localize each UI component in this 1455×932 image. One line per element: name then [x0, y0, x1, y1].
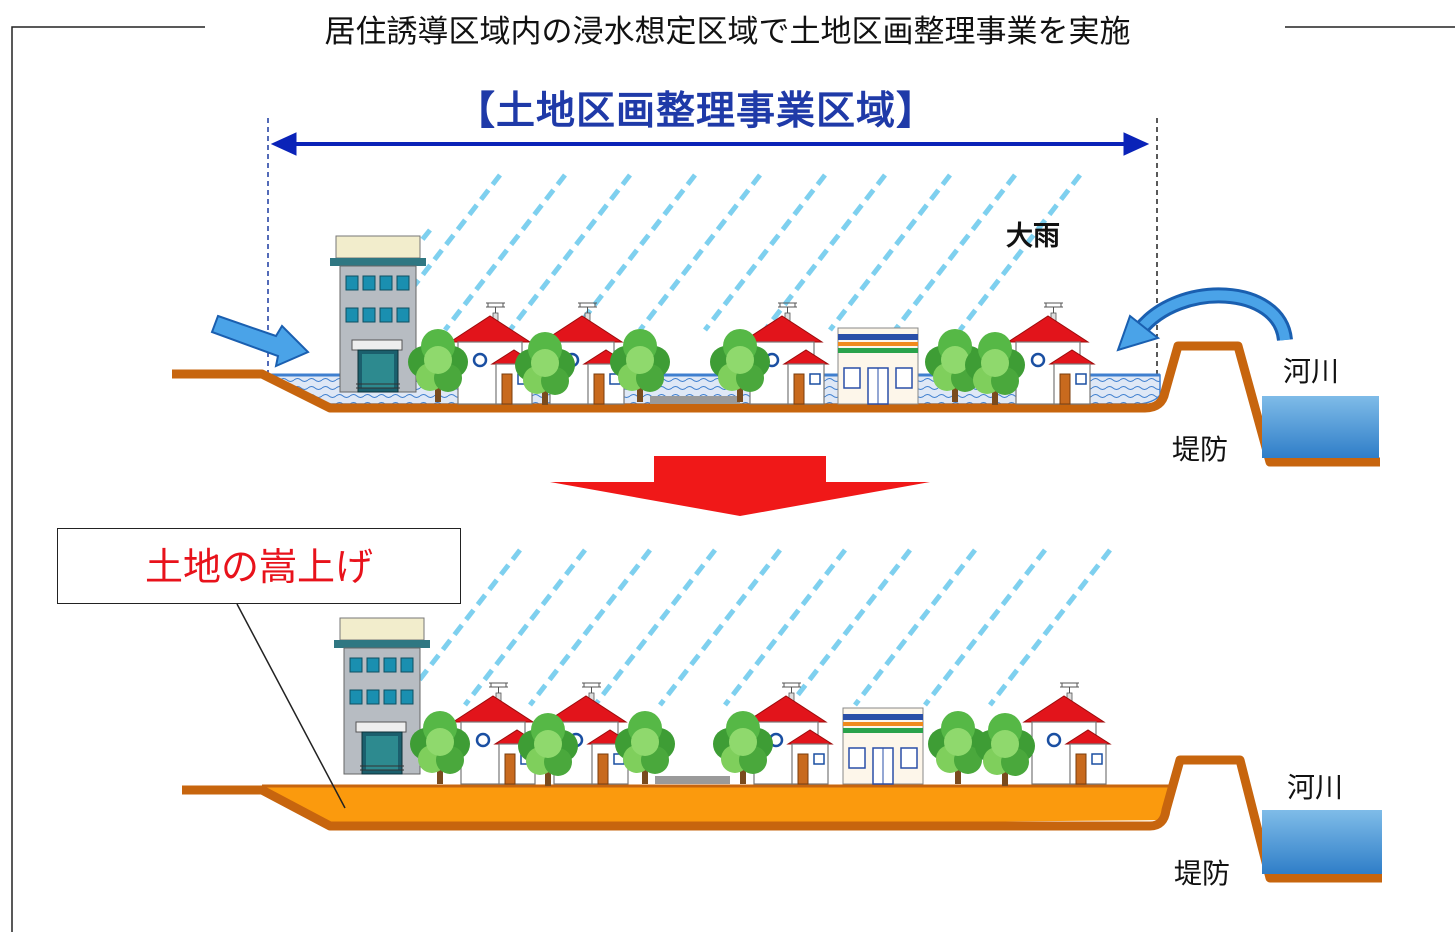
zone-width-arrow — [270, 132, 1150, 156]
ground-profile — [172, 341, 1380, 467]
raised-ground — [262, 786, 1170, 828]
down-arrow-icon — [550, 456, 930, 516]
frame — [11, 26, 1455, 932]
river-water — [1262, 810, 1382, 874]
tree-icon — [975, 713, 1035, 786]
convenience-store-icon — [842, 707, 924, 785]
convenience-store-icon — [837, 327, 919, 405]
inflow-arrow-icon — [210, 314, 310, 368]
raise-callout: 土地の嵩上げ — [57, 528, 461, 604]
rain-label: 大雨 — [1006, 221, 1060, 252]
overflow-arrow-icon — [1116, 287, 1293, 352]
river-label-bottom: 河川 — [1287, 771, 1344, 804]
ground-profile — [182, 755, 1382, 883]
river-water — [1262, 396, 1379, 458]
house-icon — [1022, 681, 1112, 786]
zone-label: 【土地区画整理事業区域】 — [456, 89, 937, 134]
levee-label-bottom: 堤防 — [1174, 857, 1231, 890]
river-label-top: 河川 — [1283, 355, 1340, 388]
rain-icon — [398, 548, 1112, 707]
raise-label: 土地の嵩上げ — [144, 545, 373, 589]
levee-label-top: 堤防 — [1172, 433, 1229, 466]
house-icon — [1006, 301, 1096, 406]
rain-icon — [348, 173, 1082, 332]
diagram-title: 居住誘導区域内の浸水想定区域で土地区画整理事業を実施 — [0, 6, 1455, 51]
callout-leader — [236, 603, 346, 809]
